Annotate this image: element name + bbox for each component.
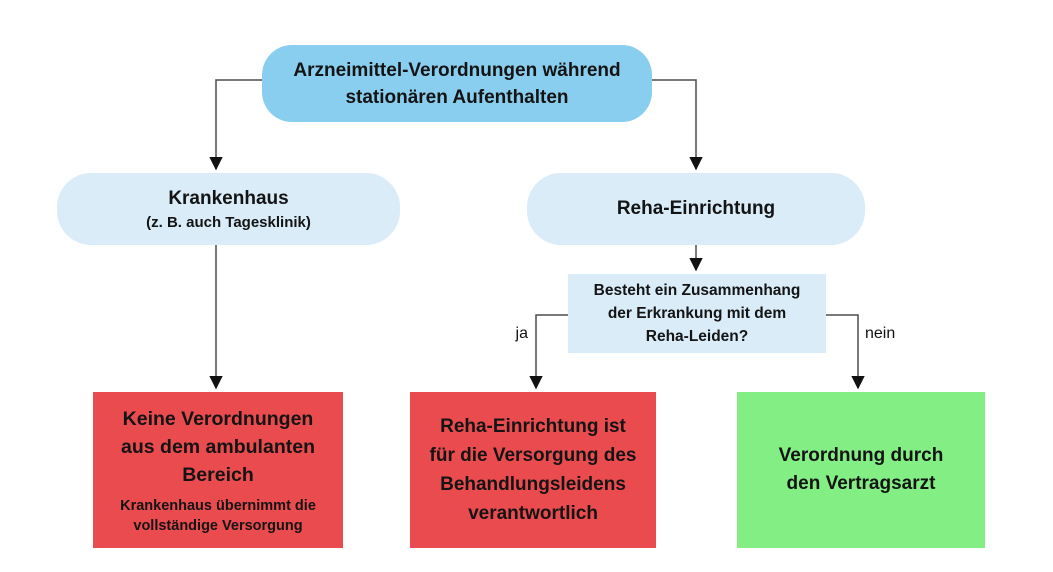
node-outcome-hospital-subtitle: Krankenhaus übernimmt die vollständige V… [120, 497, 316, 534]
node-rehab-title: Reha-Einrichtung [616, 198, 776, 219]
node-rehab: Reha-Einrichtung [527, 173, 865, 245]
node-outcome-doctor: Verordnung durch den Vertragsarzt [737, 392, 985, 548]
node-root-label: Arzneimittel-Verordnungen während statio… [293, 59, 621, 108]
node-decision-question: Besteht ein Zusammenhang der Erkrankung … [568, 274, 826, 353]
edge-decision-ja [529, 314, 568, 390]
edge-label-ja: ja [515, 325, 528, 342]
edge-root-to-hospital [209, 79, 262, 171]
node-decision-text: Besteht ein Zusammenhang der Erkrankung … [593, 282, 801, 345]
node-hospital-subtitle: (z. B. auch Tagesklinik) [146, 213, 311, 231]
edge-decision-nein [826, 314, 865, 390]
node-outcome-rehab-title: Reha-Einrichtung ist für die Versorgung … [429, 416, 637, 524]
node-outcome-hospital-title: Keine Verordnungen aus dem ambulanten Be… [121, 407, 315, 486]
node-outcome-doctor-title: Verordnung durch den Vertragsarzt [778, 445, 944, 494]
edge-label-nein: nein [865, 325, 896, 342]
edge-root-to-rehab [652, 79, 703, 171]
node-hospital-title: Krankenhaus [168, 187, 289, 209]
node-root: Arzneimittel-Verordnungen während statio… [262, 45, 652, 122]
node-hospital: Krankenhaus (z. B. auch Tagesklinik) [57, 173, 400, 245]
node-outcome-hospital: Keine Verordnungen aus dem ambulanten Be… [93, 392, 343, 548]
node-outcome-rehab: Reha-Einrichtung ist für die Versorgung … [410, 392, 656, 548]
